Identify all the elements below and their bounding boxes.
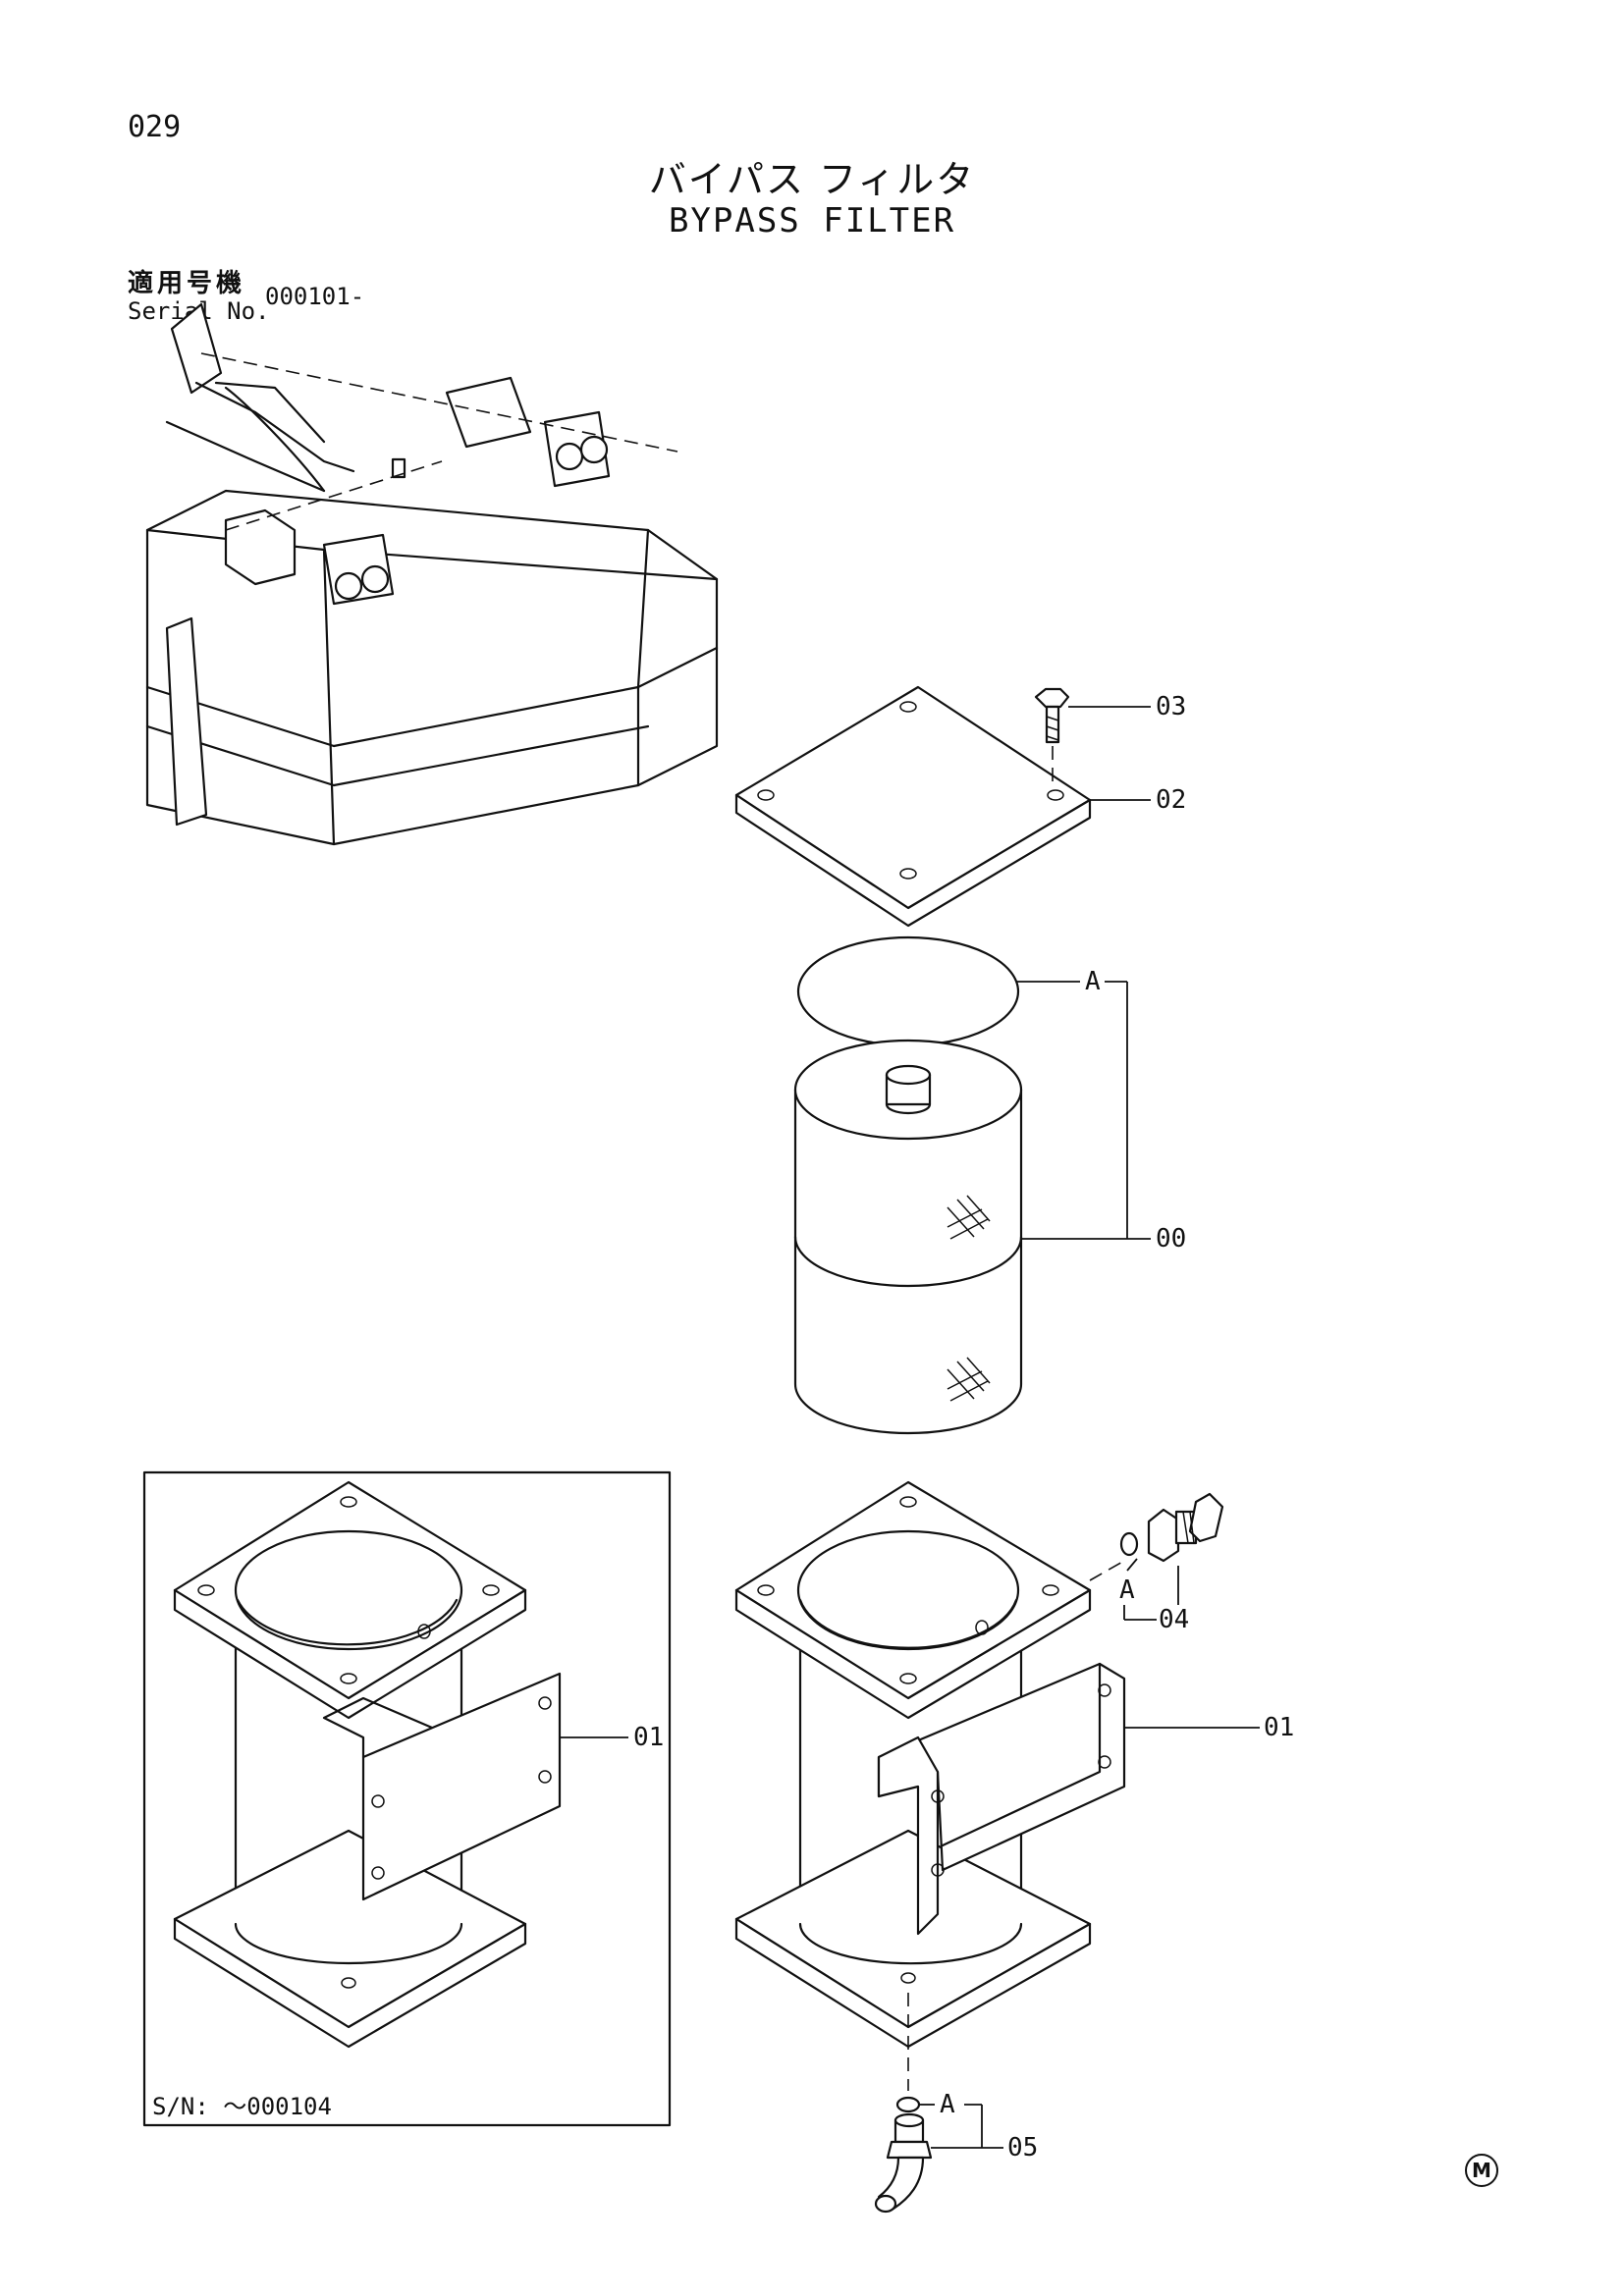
callout-a-fitting-04: A (1117, 1575, 1137, 1605)
serial-label-japanese: 適用号機 (128, 269, 246, 298)
callout-00: 00 (1154, 1224, 1189, 1254)
cover-plate-part-02 (734, 685, 1092, 928)
callout-a-oring: A (1083, 967, 1103, 996)
title-japanese: バイパス フィルタ (648, 158, 976, 201)
leader-lines (560, 706, 1260, 2149)
machine-context-illustration (145, 302, 719, 846)
callout-a-fitting-05: A (938, 2090, 957, 2119)
o-ring-seal (796, 935, 1020, 1047)
callout-02: 02 (1154, 785, 1189, 815)
serial-range: 000101- (265, 283, 365, 310)
inset-serial-note: S/N: ～000104 (152, 2093, 332, 2120)
callout-01-main: 01 (1262, 1713, 1297, 1742)
circled-mark: M (1465, 2154, 1498, 2187)
bolt-part-03 (1034, 687, 1070, 785)
filter-element-part-00 (793, 1039, 1023, 1435)
filter-case-part-01 (734, 1480, 1126, 2091)
title-english: BYPASS FILTER (668, 201, 956, 240)
callout-03: 03 (1154, 692, 1189, 721)
fitting-part-05 (874, 2096, 933, 2214)
inset-filter-case-old-serial (142, 1470, 672, 2127)
callout-04: 04 (1157, 1605, 1192, 1634)
page-number: 029 (128, 110, 182, 144)
callout-05: 05 (1005, 2133, 1041, 2163)
callout-01-inset: 01 (631, 1723, 667, 1752)
fitting-part-04 (1119, 1492, 1224, 1563)
